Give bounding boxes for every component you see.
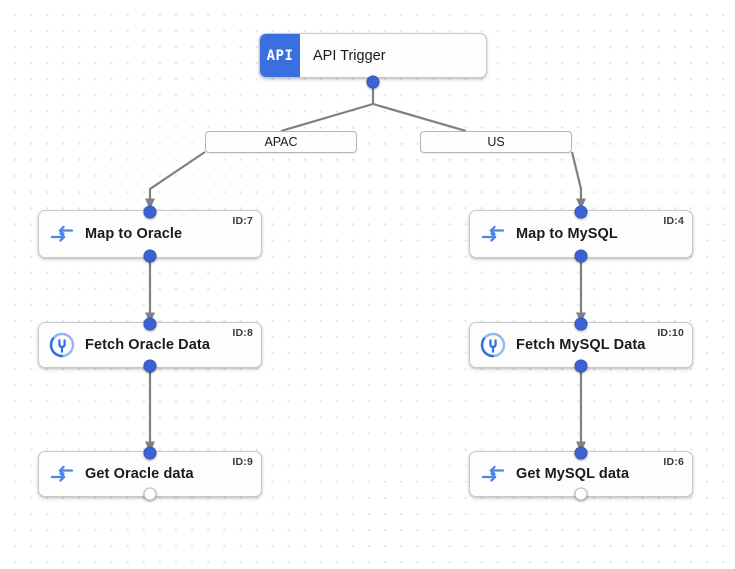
port-input-fetch-mysql-data[interactable] [574, 317, 588, 331]
port-output-fetch-oracle-data[interactable] [143, 359, 157, 373]
node-id-badge: ID:4 [663, 215, 684, 227]
port-input-map-to-mysql[interactable] [574, 205, 588, 219]
port-input-get-mysql-data[interactable] [574, 446, 588, 460]
node-api-trigger[interactable]: API API Trigger [259, 33, 487, 78]
node-label: Fetch MySQL Data [516, 337, 646, 353]
node-label: Get MySQL data [516, 466, 630, 482]
port-output-map-to-mysql[interactable] [574, 249, 588, 263]
node-label: Get Oracle data [85, 466, 194, 482]
node-label: Map to Oracle [85, 226, 183, 242]
port-output-get-mysql-data[interactable] [574, 487, 588, 501]
port-output-fetch-mysql-data[interactable] [574, 359, 588, 373]
map-transform-icon [39, 224, 85, 244]
map-transform-icon [470, 464, 516, 484]
port-output-map-to-oracle[interactable] [143, 249, 157, 263]
port-input-map-to-oracle[interactable] [143, 205, 157, 219]
node-id-badge: ID:9 [232, 456, 253, 468]
node-label: API Trigger [313, 47, 386, 64]
branch-label-us[interactable]: US [420, 131, 572, 153]
port-output-get-oracle-data[interactable] [143, 487, 157, 501]
port-output-api-trigger[interactable] [366, 75, 380, 89]
branch-label-apac[interactable]: APAC [205, 131, 357, 153]
api-badge-icon: API [260, 34, 300, 77]
edge-apac-map-oracle [144, 151, 206, 210]
database-plug-icon [470, 332, 516, 358]
node-label: Fetch Oracle Data [85, 337, 210, 353]
map-transform-icon [39, 464, 85, 484]
edge-split-apac [280, 102, 374, 133]
edge-us-map-mysql [570, 151, 587, 210]
port-input-fetch-oracle-data[interactable] [143, 317, 157, 331]
edge-split-us [372, 102, 467, 133]
node-label: Map to MySQL [516, 226, 618, 242]
node-id-badge: ID:8 [232, 327, 253, 339]
node-id-badge: ID:7 [232, 215, 253, 227]
map-transform-icon [470, 224, 516, 244]
node-id-badge: ID:10 [657, 327, 684, 339]
database-plug-icon [39, 332, 85, 358]
node-id-badge: ID:6 [663, 456, 684, 468]
port-input-get-oracle-data[interactable] [143, 446, 157, 460]
